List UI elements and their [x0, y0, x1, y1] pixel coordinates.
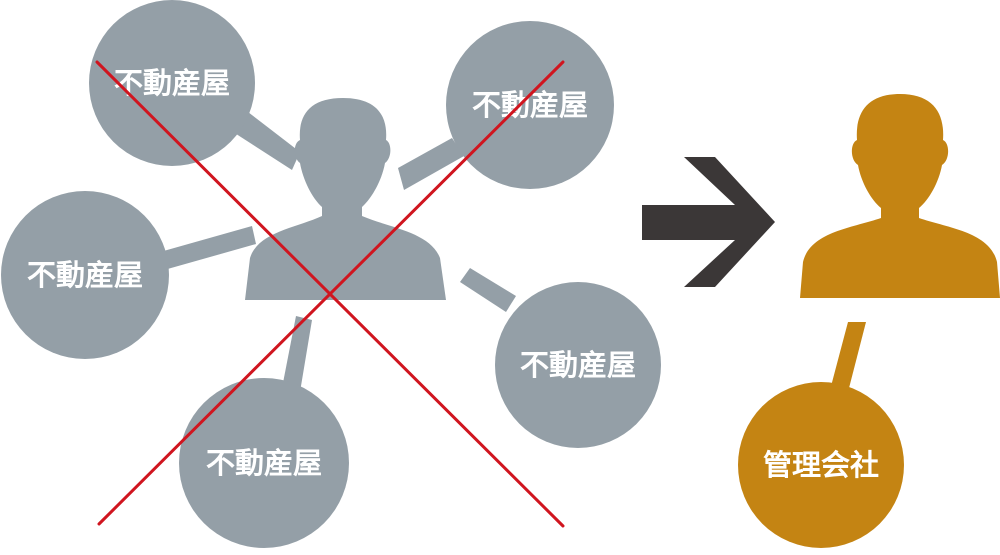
bubble-bottom-circle: [179, 378, 349, 548]
connector-left: [160, 226, 256, 270]
bubble-management-label: 管理会社: [763, 448, 879, 482]
bubble-bottom: 不動産屋: [179, 378, 349, 548]
bubble-management-circle: [738, 382, 904, 548]
bubble-left-label: 不動産屋: [27, 258, 143, 292]
person-silhouette-icon-right: [800, 94, 1000, 298]
connector-top-left: [230, 112, 300, 170]
bubble-bottom-label: 不動産屋: [206, 446, 322, 480]
connector-right-group: [830, 322, 866, 392]
bubble-top-right: 不動産屋: [446, 21, 614, 189]
bubble-right: 不動産屋: [495, 282, 661, 448]
bubble-management-company: 管理会社: [738, 382, 904, 548]
bubble-left: 不動産屋: [1, 191, 169, 359]
red-x-icon: [95, 60, 565, 528]
person-silhouette-icon: [245, 98, 446, 300]
bubble-top-right-circle: [446, 21, 614, 189]
right-chevron-arrow-icon: [642, 157, 775, 287]
bubble-right-circle: [495, 282, 661, 448]
connector-bottom: [282, 316, 312, 392]
bubble-top-left-label: 不動産屋: [114, 66, 230, 100]
bubble-right-label: 不動産屋: [520, 348, 636, 382]
left-connectors: [160, 112, 516, 392]
bubble-top-left: 不動産屋: [89, 0, 255, 166]
bubble-top-left-circle: [89, 0, 255, 166]
bubble-left-circle: [1, 191, 169, 359]
connector-right: [460, 268, 516, 312]
connector-top-right: [398, 138, 464, 190]
cross-line-2: [97, 60, 565, 526]
